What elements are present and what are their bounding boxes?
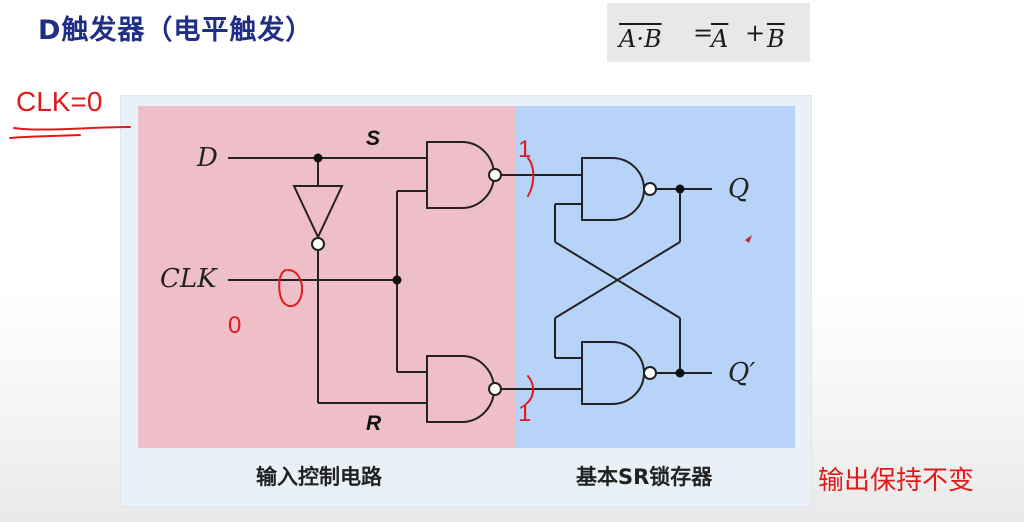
bottom-output-one-annotation: 1: [518, 400, 532, 427]
signal-r-label: R: [366, 412, 382, 435]
hold-output-note: 输出保持不变: [818, 466, 975, 496]
formula-term-a: A: [711, 25, 729, 53]
signal-d-label: D: [197, 143, 218, 173]
signal-qprime-label: Q′: [728, 358, 756, 388]
signal-s-label: S: [366, 127, 381, 150]
formula-term-ab: A·B: [619, 25, 662, 53]
top-output-one-annotation: 1: [518, 136, 532, 163]
formula-plus: +: [745, 19, 766, 47]
clk-state-annotation: CLK=0: [16, 86, 103, 117]
signal-q-label: Q: [728, 174, 750, 204]
signal-clk-label: CLK: [160, 264, 217, 294]
sr-latch-caption: 基本SR锁存器: [576, 465, 713, 489]
input-control-caption: 输入控制电路: [256, 465, 382, 489]
formula-box: A·B = A + B: [607, 3, 810, 62]
clk-zero-annotation: 0: [228, 312, 242, 339]
formula-term-b: B: [767, 25, 785, 53]
formula-equals: =: [693, 19, 714, 47]
sr-latch-zone: [516, 106, 795, 448]
cursor-icon: [745, 235, 752, 243]
slide-title: D触发器（电平触发）: [38, 15, 314, 46]
input-control-zone: [138, 106, 516, 448]
